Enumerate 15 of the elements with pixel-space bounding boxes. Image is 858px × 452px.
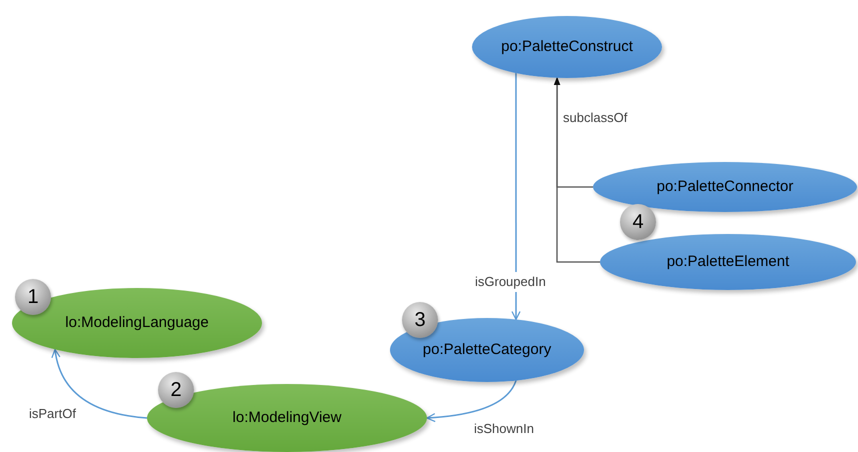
node-label: po:PaletteConnector <box>656 176 794 197</box>
arrow <box>554 77 600 263</box>
arrow <box>426 380 517 422</box>
callout-number: 4 <box>620 204 656 240</box>
arrow <box>511 73 521 320</box>
callout-number: 1 <box>15 279 51 315</box>
node-label: po:PaletteCategory <box>422 340 552 360</box>
node-label: po:PaletteElement <box>666 252 790 272</box>
node-label: lo:ModelingLanguage <box>65 312 209 333</box>
node-label: lo:ModelingView <box>232 408 342 428</box>
edge-label: isGroupedIn <box>474 272 547 292</box>
arrow <box>52 348 148 419</box>
callout-number: 2 <box>158 372 194 408</box>
node-label: po:PaletteConstruct <box>501 36 633 57</box>
callout-number: 3 <box>402 302 438 338</box>
